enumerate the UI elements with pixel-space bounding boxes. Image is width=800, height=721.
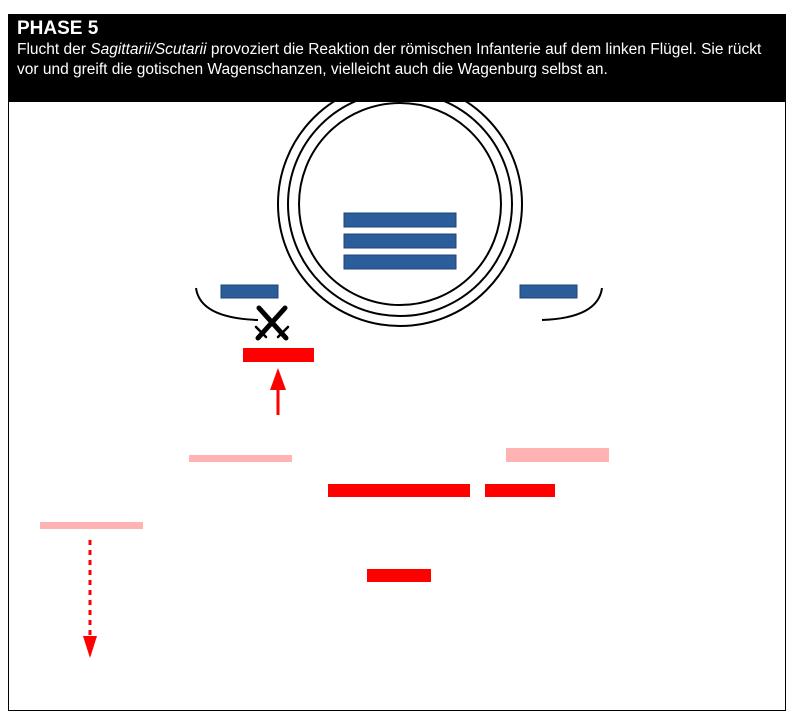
roman-faded-unit-left [189, 455, 292, 462]
goth-unit-left [220, 284, 279, 299]
left-entrenchment [195, 287, 259, 321]
crossed-swords-icon [254, 305, 290, 341]
wagon-ring-inner [298, 102, 502, 306]
right-entrenchment [541, 287, 603, 321]
wagon-fort [195, 81, 603, 327]
phase-description: Flucht der Sagittarii/Scutarii provozier… [17, 40, 777, 80]
roman-center-unit-1 [328, 484, 470, 497]
roman-reserve-unit [367, 569, 431, 582]
phase-header: PHASE 5 Flucht der Sagittarii/Scutarii p… [8, 14, 786, 102]
roman-center-unit-2 [485, 484, 555, 497]
phase-title: PHASE 5 [17, 18, 99, 39]
arrow-up-icon [270, 368, 286, 415]
desc-post: provoziert die Reaktion der römischen In… [17, 41, 762, 78]
goth-unit-1 [343, 212, 457, 228]
roman-faded-unit-right [506, 448, 609, 462]
desc-italic: Sagittarii/Scutarii [90, 41, 207, 58]
goth-unit-3 [343, 254, 457, 270]
fleeing-sagittarii-unit [40, 522, 143, 529]
goth-unit-right [519, 284, 578, 299]
desc-pre: Flucht der [17, 41, 91, 58]
roman-left-wing-infantry [243, 348, 314, 362]
dotted-arrow-down-icon [83, 540, 97, 658]
wagon-ring-middle [287, 91, 513, 317]
goth-unit-2 [343, 233, 457, 249]
wagon-ring-outer [277, 81, 523, 327]
